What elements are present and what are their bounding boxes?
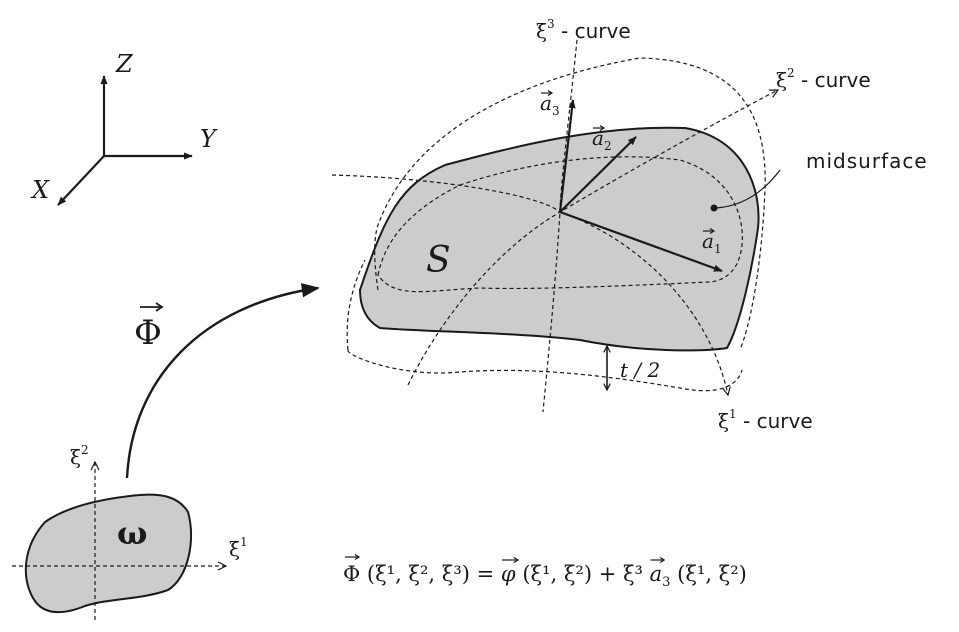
phi-mapping-label: Φ [134,313,162,353]
domain-xi2-label: ξ2 [70,443,89,469]
xi2-curve-label: ξ2 - curve [776,66,871,92]
a3-label: a3 [540,89,560,118]
svg-text:Φ (ξ¹, ξ², ξ³) = φ: Φ (ξ¹, ξ², ξ³) = φ (ξ¹, ξ²) + ξ³ a3 (ξ¹,… [343,562,747,591]
midsurface-leader [715,169,781,209]
dashed-lower-surface [346,259,743,392]
a3-vector-arrow-icon [541,89,554,97]
a2-vector [559,136,637,213]
coordinate-axes: Z Y X [30,50,218,206]
thickness-label: t / 2 [620,358,660,382]
mapping-equation: Φ (ξ¹, ξ², ξ³) = φ (ξ¹, ξ²) + ξ³ a3 (ξ¹,… [343,553,747,591]
a1-vector [559,210,723,273]
phi-vector-arrow-icon [140,302,164,312]
a3-vector [558,99,576,213]
dashed-upper-surface [374,57,766,351]
x-axis [57,155,105,206]
y-axis-label: Y [200,125,218,153]
svg-text:a3: a3 [540,91,560,118]
svg-text:a2: a2 [592,126,612,153]
shell-surface [358,126,760,352]
equation-phi-symbol: φ [501,562,516,586]
domain-xi1-label: ξ1 [229,535,248,561]
mapping-curve [125,283,320,479]
xi1-curve-label: ξ1 - curve [718,407,813,433]
surface-label: S [426,240,451,281]
equation-vector-arrows-icon [345,553,361,561]
equation-a-sub: 3 [662,575,670,590]
midsurface-point [710,204,718,212]
z-axis-label: Z [115,50,134,78]
domain-label: ω [117,514,147,552]
domain-shape [24,493,192,614]
xi3-curve-label: ξ3 - curve [536,17,631,43]
midsurface-label: midsurface [806,149,928,173]
domain-group: ω ξ2 ξ1 [12,443,248,620]
equation-a-symbol: a [650,562,663,586]
a2-vector-arrow-icon [593,124,606,132]
equation-tail-args: (ξ¹, ξ²) [677,562,747,586]
equation-a-vector-arrow-icon [650,556,666,564]
mapping-arrow: Φ [125,283,320,479]
director-vectors [558,99,723,273]
x-axis-label: X [30,176,50,204]
a1-vector-arrow-icon [703,227,716,235]
shell-group: S ξ3 - curve ξ2 - curve ξ1 - curve a3 a2… [331,17,928,433]
a2-label: a2 [592,124,612,153]
equation-phi-args: (ξ¹, ξ²) + ξ³ [522,562,643,586]
equation-lhs-args: (ξ¹, ξ², ξ³) = [367,562,494,586]
equation-lhs-symbol: Φ [343,562,360,586]
equation-phi-vector-arrow-icon [501,556,520,564]
a1-label: a1 [702,227,722,256]
svg-text:a1: a1 [702,229,722,256]
